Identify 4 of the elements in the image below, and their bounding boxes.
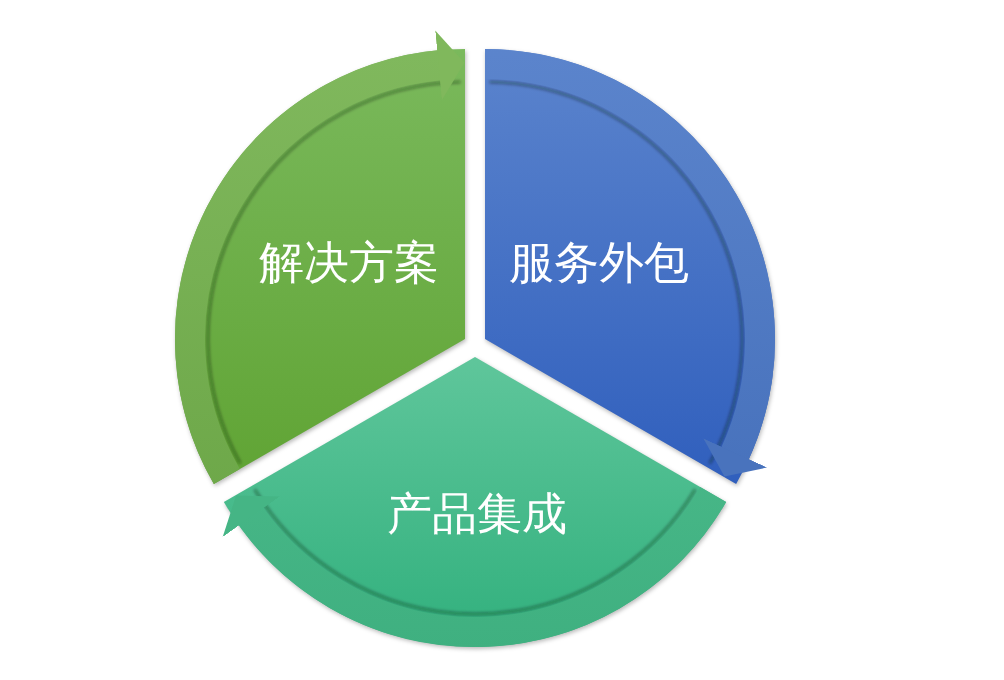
segment-label: 产品集成 (387, 490, 567, 536)
segment-label: 解决方案 (259, 239, 439, 285)
curved-arrow (224, 486, 726, 647)
segment-label: 服务外包 (509, 239, 689, 285)
